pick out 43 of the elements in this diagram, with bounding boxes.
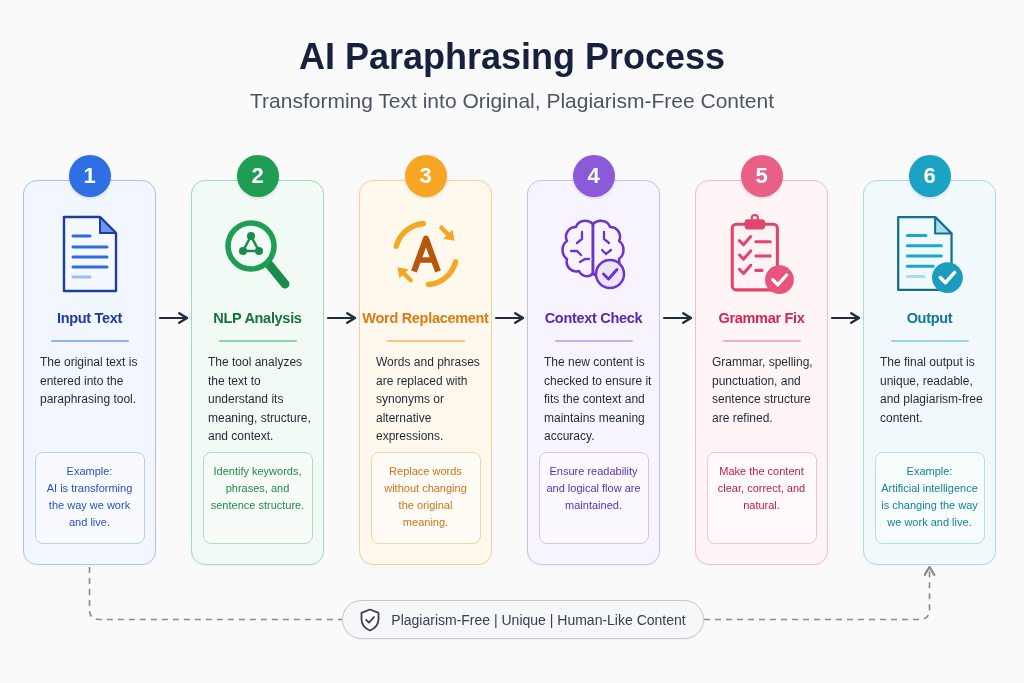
arrow: [662, 312, 693, 324]
summary-pill: [342, 600, 704, 639]
example-panel: [874, 452, 985, 544]
arrow: [158, 312, 189, 324]
step-title: Input Text: [56, 309, 123, 328]
step-description: The new content is checked to ensure it fits the context and maintains meaning accuracy.: [544, 354, 652, 445]
tip-panel: [370, 452, 481, 544]
tip-text: Make the content clear, correct, and natural.: [716, 464, 807, 513]
step-number: 4: [572, 155, 615, 197]
example-text: AI is transforming the way we work and live.: [45, 481, 134, 530]
summary-text: Plagiarism-Free | Unique | Human-Like Content: [391, 610, 686, 629]
step-description: Words and phrases are replaced with synonyms or alternative expressions.: [376, 354, 481, 445]
step-title: Output: [906, 309, 953, 328]
tip-panel: [706, 452, 817, 544]
tip-text: Identify keywords, phrases, and sentence structure.: [209, 464, 306, 513]
step-description: The final output is unique, readable, and plagiarism-free content.: [880, 354, 984, 427]
tip-panel: [538, 452, 649, 544]
dashed-connector-line: [88, 566, 343, 621]
example-panel: [34, 452, 145, 544]
tip-text: Replace words without changing the original meaning.: [383, 464, 468, 530]
dashed-arrow: [703, 565, 936, 621]
arrow: [494, 312, 525, 324]
arrow: [326, 312, 357, 324]
step-number: 2: [236, 155, 279, 197]
arrow: [830, 312, 861, 324]
step-number: 3: [404, 155, 447, 197]
step-number: 6: [908, 155, 951, 197]
step-title: Word Replacement: [362, 309, 489, 328]
step-description: The original text is entered into the paraphrasing tool.: [40, 354, 139, 408]
example-text: Artificial intelligence is changing the way we work and live.: [880, 481, 979, 530]
example-label: Example:: [66, 464, 113, 479]
example-label: Example:: [906, 464, 953, 479]
step-description: Grammar, spelling, punctuation, and sentence structure are refined.: [712, 354, 814, 427]
step-title: NLP Analysis: [213, 309, 302, 328]
step-title: Grammar Fix: [718, 309, 805, 328]
step-title: Context Check: [544, 309, 643, 328]
title: AI Paraphrasing Process: [298, 35, 726, 78]
tip-panel: [202, 452, 313, 544]
step-description: The tool analyzes the text to understand its meaning, structure, and context.: [208, 354, 312, 445]
step-number: 1: [68, 155, 111, 197]
tip-text: Ensure readability and logical flow are maintained.: [545, 464, 642, 513]
step-number: 5: [740, 155, 783, 197]
subtitle: Transforming Text into Original, Plagiarism-Free Content: [250, 88, 774, 113]
